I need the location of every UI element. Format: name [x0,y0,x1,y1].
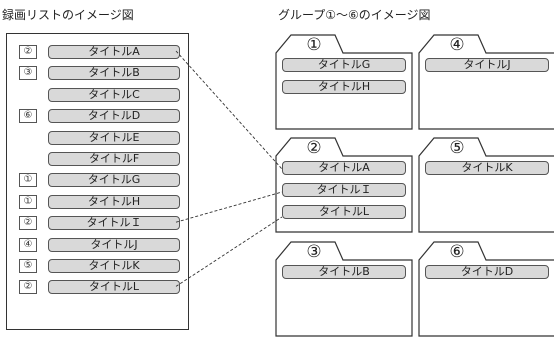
group-title-pill: タイトルL [282,205,406,219]
recording-title-pill: タイトルF [48,152,180,166]
group-folder-number: ⑤ [449,138,465,158]
recording-title-pill: タイトルG [48,173,180,188]
group-number-tag: ⑤ [19,259,37,273]
group-folder-outline [418,137,554,233]
recording-title-pill: タイトルL [48,280,180,295]
group-diagram-heading: グループ①～⑥のイメージ図 [278,8,431,22]
group-title-pill: タイトルH [282,80,406,94]
group-folder-outline [418,34,554,130]
group-number-tag: ② [19,45,37,59]
recording-list-heading: 録画リストのイメージ図 [2,8,134,22]
group-title-pill: タイトルD [425,265,549,279]
recording-title-pill: タイトルE [48,130,180,145]
group-number-tag: ① [19,194,37,209]
group-title-pill: タイトルJ [425,58,549,72]
recording-row: ④ タイトルJ [7,237,188,252]
recording-row: ① タイトルH [7,194,188,209]
recording-row: ② タイトルＩ [7,216,188,231]
recording-row: ② タイトルL [7,280,188,295]
group-title-pill: タイトルG [282,58,406,72]
recording-row: ⑤ タイトルK [7,259,188,273]
group-number-tag: ② [19,280,37,295]
group-folder-number: ③ [306,242,322,262]
group-title-pill: タイトルA [282,161,406,175]
group-number-tag: ⑥ [19,109,37,124]
recording-row: タイトルE [7,130,188,145]
group-title-pill: タイトルＩ [282,183,406,197]
group-number-tag: ④ [19,237,37,252]
group-folder-outline [418,241,554,337]
recording-row: タイトルF [7,152,188,166]
group-title-pill: タイトルK [425,161,549,175]
recording-title-pill: タイトルK [48,259,180,273]
group-folder-number: ① [306,35,322,55]
recording-title-pill: タイトルD [48,109,180,124]
recording-title-pill: タイトルJ [48,237,180,252]
recording-row: ⑥ タイトルD [7,109,188,124]
group-number-tag: ② [19,216,37,231]
recording-title-pill: タイトルH [48,194,180,209]
recording-row: ① タイトルG [7,173,188,188]
recording-title-pill: タイトルB [48,66,180,81]
group-folder-number: ⑥ [449,242,465,262]
group-folder-number: ② [306,138,322,158]
recording-row: ③ タイトルB [7,66,188,81]
recording-title-pill: タイトルＩ [48,216,180,231]
group-number-tag: ① [19,173,37,188]
group-number-tag: ③ [19,66,37,81]
group-folder-number: ④ [449,35,465,55]
group-folder-outline [275,241,413,337]
group-title-pill: タイトルB [282,265,406,279]
